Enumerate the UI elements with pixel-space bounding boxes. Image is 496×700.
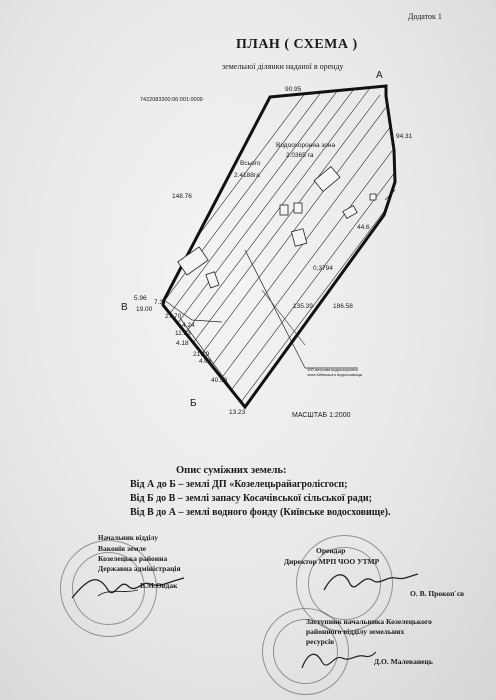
side-top: 90.95 <box>285 86 302 93</box>
right2-line1: Заступник начальника Козелецького <box>306 617 432 626</box>
page-title: ПЛАН ( СХЕМА ) <box>236 37 358 52</box>
right1-line1: Орендар <box>316 546 346 555</box>
measure: 11.33 <box>175 330 191 337</box>
left-signer-line4: Державна адміністрація <box>98 564 181 573</box>
measure: 4.18 <box>176 340 189 347</box>
scale-label: МАСШТАБ 1:2000 <box>292 412 351 419</box>
right2-line3: ресурсів <box>306 637 335 646</box>
department-stamp-inner <box>273 619 338 684</box>
measure: 7.3 <box>154 299 164 306</box>
right1-line2: Директор МРП ЧОО УТМР <box>284 557 380 566</box>
left-signer-line3: Козелецька районна <box>98 554 168 563</box>
total-area: 2.4188га <box>234 172 260 179</box>
description-line: Від А до Б – землі ДП «Козелецьрайагролі… <box>130 479 348 490</box>
official-stamp <box>60 540 157 637</box>
tenant-signature <box>323 573 419 591</box>
official-stamp-inner <box>72 552 145 625</box>
department-signature <box>301 651 377 669</box>
side-bottom: 13.23 <box>229 409 246 416</box>
page-subtitle: земельної ділянки наданої в оренду <box>222 62 344 71</box>
side-right: 94.31 <box>396 133 413 140</box>
side-left: 148.76 <box>172 193 192 200</box>
appendix-label: Додаток 1 <box>408 12 442 21</box>
cadastral-number: 7422083300:06:001:0009 <box>140 97 203 103</box>
left-signer-name: В.М.Овдак <box>140 581 178 590</box>
note-leader <box>261 289 306 346</box>
water-zone-note: 100 метрова водоохоронна зона Київського… <box>307 367 362 377</box>
measure: 40.53 <box>211 377 228 384</box>
hatch-pattern <box>163 86 395 407</box>
small-area: 0,3794 <box>313 265 333 272</box>
department-stamp <box>262 608 349 695</box>
water-zone-area: 2.0365 га <box>286 152 314 159</box>
measure: 4.24 <box>182 322 195 329</box>
measure: 5.96 <box>134 295 147 302</box>
right2-name: Д.О. Малеванець <box>374 657 433 666</box>
measure: 135.39 <box>293 303 313 310</box>
tenant-stamp-inner <box>308 547 381 620</box>
description-line: Від Б до В – землі запасу Косачівської с… <box>130 493 372 504</box>
water-zone-label: Водоохоронна зона <box>276 142 336 149</box>
measure: 27.70 <box>165 313 182 320</box>
corner-v: В <box>121 302 128 313</box>
description-line: Від В до А – землі водного фонду (Київсь… <box>130 507 391 518</box>
buildings <box>177 166 377 289</box>
total-label: Всього <box>240 160 261 167</box>
measure: 186.58 <box>333 303 353 310</box>
side-inner-right: 44.6 <box>357 224 370 231</box>
measure: 21.19 <box>193 351 210 358</box>
plot-boundary <box>161 84 397 410</box>
description-heading: Опис суміжних земель: <box>176 465 287 476</box>
measure: 19.00 <box>136 306 153 313</box>
left-signer-line1: Начальник відділу <box>98 534 158 542</box>
right1-name: О. В. Прокоп`єв <box>410 589 465 598</box>
corner-b: Б <box>190 398 197 409</box>
measure: 4.06 <box>199 358 212 365</box>
left-signer-line2: Ваконів земле <box>98 544 147 553</box>
right2-line2: районного відділу земельних <box>306 627 405 636</box>
corner-a: А <box>376 70 383 81</box>
left-signature <box>71 577 185 599</box>
